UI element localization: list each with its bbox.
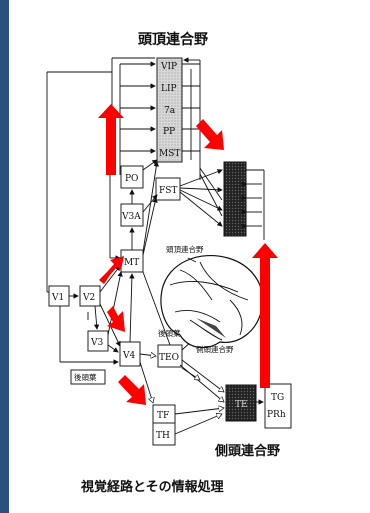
brain-label-parietal: 頭頂連合野 — [166, 244, 204, 254]
parietal-output-arrows — [182, 60, 200, 180]
figure-caption: 視覚経路とその情報処理 — [81, 476, 224, 495]
area-v4: V4 — [122, 351, 135, 361]
area-tf: TF — [157, 411, 169, 421]
area-lip: LIP — [161, 84, 177, 94]
temporal-association-title: 側頭連合野 — [215, 440, 280, 459]
area-prh: PRh — [267, 410, 286, 420]
area-vip: VIP — [160, 62, 177, 72]
area-pp: PP — [163, 127, 175, 137]
area-te: TE — [235, 400, 248, 410]
sts-connection-arrows — [180, 168, 264, 240]
brain-label-occipital: 後頭葉 — [158, 328, 181, 338]
sts-region-block — [224, 162, 246, 236]
side-label-occipital: 後頭葉 — [74, 372, 97, 382]
brain-label-temporal: 側頭連合野 — [196, 344, 234, 354]
box-tg-prh — [265, 384, 291, 428]
area-po: PO — [125, 174, 138, 184]
area-v3: V3 — [90, 338, 103, 348]
area-v3a: V3A — [121, 212, 141, 222]
red-arrow-v2-to-mt — [99, 256, 124, 284]
area-fst: FST — [159, 186, 177, 196]
area-tg: TG — [271, 393, 284, 403]
area-mt: MT — [124, 258, 139, 268]
area-v2: V2 — [82, 293, 95, 303]
area-mst: MST — [159, 149, 180, 159]
area-teo: TEO — [159, 353, 179, 363]
area-7a: 7a — [164, 106, 176, 116]
area-th: TH — [156, 431, 170, 441]
red-arrow-v4-to-tf — [118, 375, 146, 405]
area-v1: V1 — [51, 293, 64, 303]
